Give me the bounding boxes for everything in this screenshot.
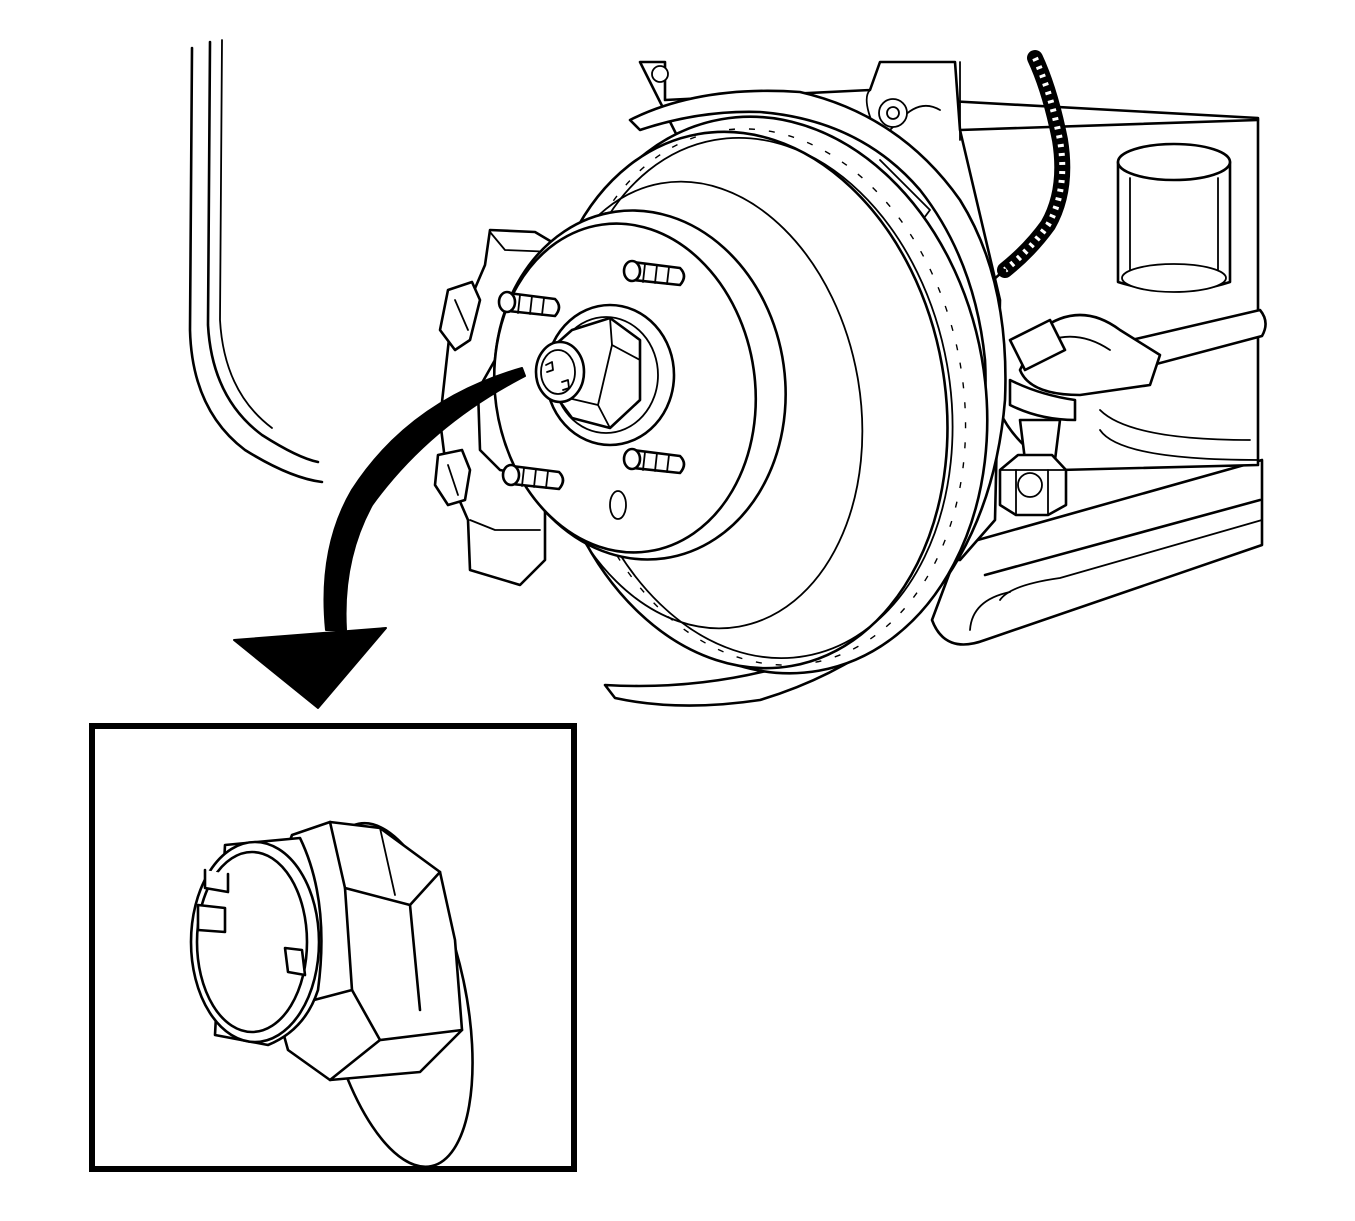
callout-arrow <box>233 367 526 709</box>
wheel-stud <box>622 259 686 287</box>
outer-tie-rod-end <box>998 308 1267 517</box>
wheel-studs <box>497 259 686 491</box>
wheel-stud <box>497 290 561 318</box>
lower-control-arm <box>930 458 1264 646</box>
hub-nut <box>534 316 642 430</box>
upper-frame-member <box>928 98 1260 472</box>
detail-hub-nut <box>189 820 474 1169</box>
wheel-stud <box>501 463 565 491</box>
frame-rail <box>188 39 324 484</box>
wheel-stud <box>622 447 686 475</box>
detail-inset <box>89 723 577 1172</box>
